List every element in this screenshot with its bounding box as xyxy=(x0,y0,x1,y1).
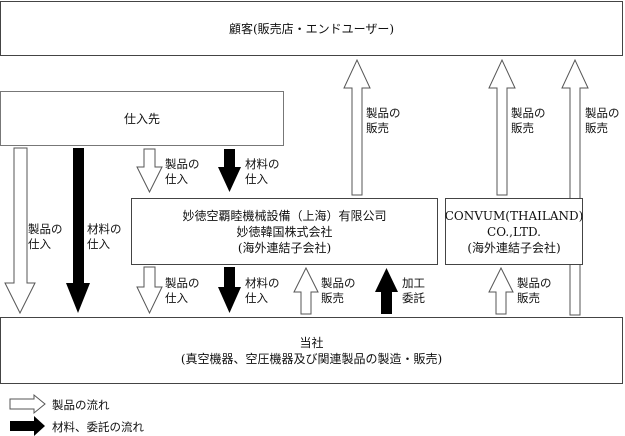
subsidiary-name-korea: 妙徳韓国株式会社 xyxy=(236,224,333,239)
thailand-name-line1: CONVUM(THAILAND) xyxy=(444,208,584,223)
label-lower-product-purchase: 製品の 仕入 xyxy=(165,276,200,306)
legend-material-arrow-icon xyxy=(10,416,45,436)
subsidiary-thailand-box: CONVUM(THAILAND) CO.,LTD. (海外連結子会社) xyxy=(445,198,583,265)
customer-label: 顧客(販売店・エンドユーザー) xyxy=(228,21,395,36)
legend-product-arrow-icon xyxy=(9,393,46,415)
label-left-material-purchase: 材料の 仕入 xyxy=(87,222,122,252)
label-upper-material-purchase: 材料の 仕入 xyxy=(245,157,280,187)
label-line: 製品の xyxy=(165,157,200,171)
label-line: 販売 xyxy=(511,121,534,135)
label-line: 仕入 xyxy=(245,291,268,305)
label-line: 製品の xyxy=(585,106,620,120)
label-line: 販売 xyxy=(366,121,389,135)
label-thailand-sales: 製品の 販売 xyxy=(511,106,546,136)
legend-material-flow: 材料、委託の流れ xyxy=(52,420,144,434)
arrow-supplier-to-subsidiary-material xyxy=(218,149,241,192)
arrow-supplier-to-company-product xyxy=(4,147,36,315)
label-line: 仕入 xyxy=(28,237,51,251)
company-label: 当社 xyxy=(299,335,324,350)
arrow-subsidiary-to-company-product xyxy=(136,266,163,315)
label-lower-product-sales: 製品の 販売 xyxy=(321,276,356,306)
arrow-company-to-subsidiary-sales xyxy=(293,266,319,315)
label-left-product-purchase: 製品の 仕入 xyxy=(28,222,63,252)
arrow-company-to-customer-sales xyxy=(561,58,589,316)
label-line: 委託 xyxy=(402,291,425,305)
arrow-thailand-to-customer-sales xyxy=(488,58,516,196)
arrow-supplier-to-company-material xyxy=(66,148,90,313)
thailand-name-line2: CO.,LTD. xyxy=(487,224,541,239)
arrow-supplier-to-subsidiary-product xyxy=(136,148,163,194)
label-line: 材料の xyxy=(245,276,280,290)
label-subsidiary-sales: 製品の 販売 xyxy=(366,106,401,136)
label-line: 加工 xyxy=(402,276,425,290)
label-line: 製品の xyxy=(511,106,546,120)
arrow-subsidiary-to-company-material xyxy=(218,267,241,313)
customer-box: 顧客(販売店・エンドユーザー) xyxy=(0,1,623,56)
label-thailand-lower-sales: 製品の 販売 xyxy=(517,276,552,306)
subsidiary-shanghai-korea-box: 妙徳空覇睦機械設備（上海）有限公司 妙徳韓国株式会社 (海外連結子会社) xyxy=(131,198,438,265)
label-line: 仕入 xyxy=(165,291,188,305)
label-line: 仕入 xyxy=(165,172,188,186)
label-line: 材料の xyxy=(245,157,280,171)
supplier-label: 仕入先 xyxy=(123,111,160,126)
label-line: 販売 xyxy=(321,291,344,305)
label-line: 仕入 xyxy=(87,237,110,251)
company-description: (真空機器、空圧機器及び関連製品の製造・販売) xyxy=(180,351,443,366)
label-processing-consign: 加工 委託 xyxy=(402,276,425,306)
label-line: 仕入 xyxy=(245,172,268,186)
thailand-type: (海外連結子会社) xyxy=(467,240,561,255)
label-line: 販売 xyxy=(517,291,540,305)
label-lower-material-purchase: 材料の 仕入 xyxy=(245,276,280,306)
arrow-company-to-thailand-sales xyxy=(488,266,514,315)
company-box: 当社 (真空機器、空圧機器及び関連製品の製造・販売) xyxy=(0,317,623,384)
label-line: 製品の xyxy=(517,276,552,290)
arrow-subsidiary-to-customer-sales xyxy=(343,58,371,196)
label-upper-product-purchase: 製品の 仕入 xyxy=(165,157,200,187)
label-line: 販売 xyxy=(585,121,608,135)
label-line: 製品の xyxy=(28,222,63,236)
subsidiary-name-shanghai: 妙徳空覇睦機械設備（上海）有限公司 xyxy=(182,208,387,223)
arrow-company-to-subsidiary-consign xyxy=(375,268,398,314)
legend-product-flow: 製品の流れ xyxy=(52,398,110,412)
supplier-box: 仕入先 xyxy=(0,91,284,146)
subsidiary-type: (海外連結子会社) xyxy=(237,240,332,255)
label-line: 製品の xyxy=(165,276,200,290)
label-line: 製品の xyxy=(366,106,401,120)
label-line: 製品の xyxy=(321,276,356,290)
label-line: 材料の xyxy=(87,222,122,236)
label-company-sales: 製品の 販売 xyxy=(585,106,620,136)
